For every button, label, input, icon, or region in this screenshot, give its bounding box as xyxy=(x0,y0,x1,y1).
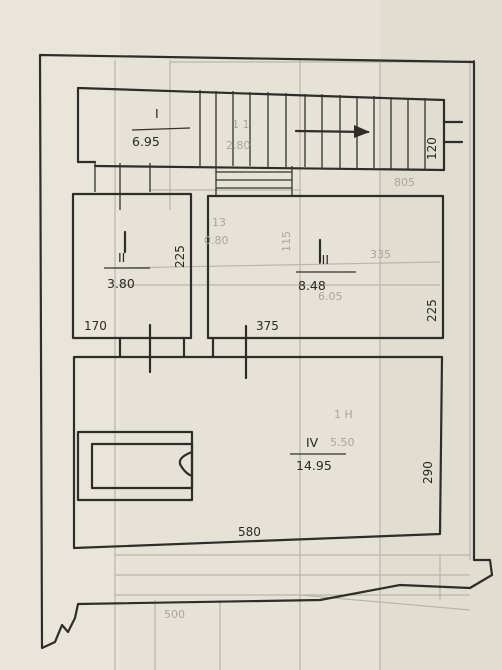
room-4-wall xyxy=(72,355,444,550)
room-2-number: II xyxy=(118,250,125,265)
stair-exit-stub xyxy=(442,120,464,144)
ghost-lines xyxy=(114,60,471,670)
dim-room3-width: 375 xyxy=(256,319,279,333)
stove-symbol xyxy=(76,430,194,502)
room-2-wall xyxy=(71,192,193,340)
dim-room2-width: 170 xyxy=(84,319,107,333)
dim-room4-height: 290 xyxy=(421,461,435,484)
dim-room2-height: 225 xyxy=(173,245,187,268)
ghost-label: 1 1 xyxy=(232,118,250,131)
room-1-fraction-bar xyxy=(131,127,191,131)
ghost-label: 0.80 xyxy=(204,234,229,247)
dimension-labels: 120 225 170 225 375 580 290 xyxy=(84,137,439,539)
ghost-label: 5.50 xyxy=(330,436,355,449)
stair-treads xyxy=(94,90,426,210)
room-1-top-wall xyxy=(76,86,446,102)
ghost-label: 115 xyxy=(280,231,293,252)
door-marks xyxy=(118,323,248,380)
room-1-area: 6.95 xyxy=(132,134,160,149)
ghost-label: 335 xyxy=(370,248,391,261)
ghost-label: 805 xyxy=(394,176,415,189)
ghost-label: 13 xyxy=(212,216,226,229)
stair-direction-arrow xyxy=(294,125,370,138)
ghost-label: 1 H xyxy=(334,408,353,421)
dim-room3-height: 225 xyxy=(425,299,439,322)
room-1-number: I xyxy=(155,106,159,121)
room-4-area: 14.95 xyxy=(296,458,332,473)
room-3-wall xyxy=(206,194,445,340)
dim-room4-width: 580 xyxy=(238,525,261,539)
room-3-area: 8.48 xyxy=(298,278,326,293)
dim-stair-width: 120 xyxy=(425,137,439,160)
room-3-number: III xyxy=(318,252,329,267)
outer-boundary xyxy=(38,53,494,650)
ghost-label: 2.80 xyxy=(226,139,251,152)
ghost-label: 500 xyxy=(164,608,185,621)
ghost-labels: 1 1 2.80 6.05 13 0.80 335 115 805 1 H 5.… xyxy=(164,118,415,621)
room-labels: I 6.95 II 3.80 III 8.48 IV 14.95 xyxy=(107,106,332,473)
paper-shade xyxy=(380,0,502,670)
ghost-label: 6.05 xyxy=(318,290,343,303)
room-4-number: IV xyxy=(306,435,319,450)
paper-sheen xyxy=(0,0,120,670)
room-2-area: 3.80 xyxy=(107,276,135,291)
room-1-wall xyxy=(76,86,97,164)
room-1-bottom-wall xyxy=(93,164,446,172)
